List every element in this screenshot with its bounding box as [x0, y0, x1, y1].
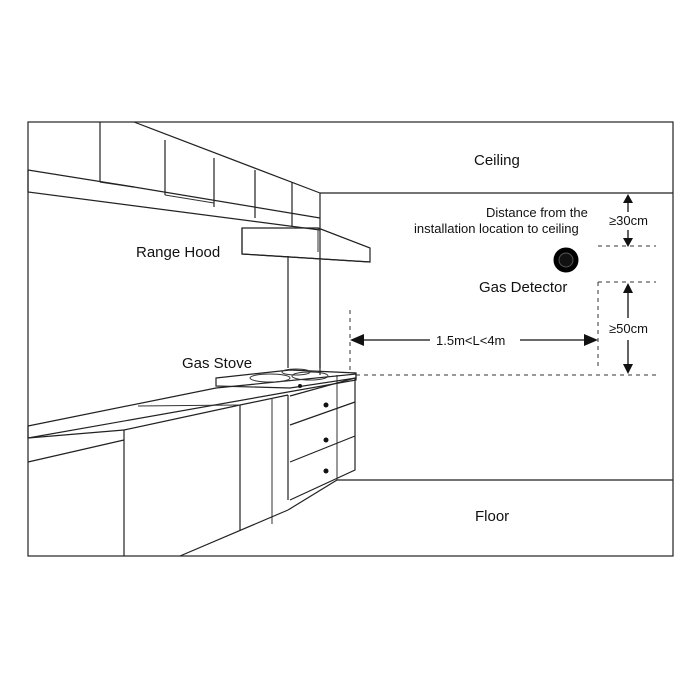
range-hood — [241, 227, 371, 368]
lower-cabinets — [27, 373, 357, 557]
range-hood-label: Range Hood — [136, 244, 220, 261]
ceiling-gap-arrow — [623, 194, 633, 247]
stove-gap-arrow — [623, 283, 633, 374]
distance-note-line1: Distance from the — [486, 205, 588, 220]
horizontal-range-label: 1.5m<L<4m — [436, 333, 505, 348]
gas-stove-label: Gas Stove — [182, 355, 252, 372]
gas-detector — [553, 247, 579, 273]
gas-stove — [215, 368, 357, 389]
stove-gap-label: ≥50cm — [609, 321, 648, 336]
diagram-frame — [27, 121, 674, 557]
room-walls — [133, 121, 673, 481]
gas-detector-label: Gas Detector — [479, 279, 567, 296]
upper-cabinets — [27, 122, 321, 231]
ceiling-gap-label: ≥30cm — [609, 213, 648, 228]
horizontal-distance-arrow — [350, 334, 598, 346]
ceiling-label: Ceiling — [474, 152, 520, 169]
floor-label: Floor — [475, 508, 509, 525]
distance-note-line2: installation location to ceiling — [414, 221, 579, 236]
reference-lines — [349, 245, 656, 376]
